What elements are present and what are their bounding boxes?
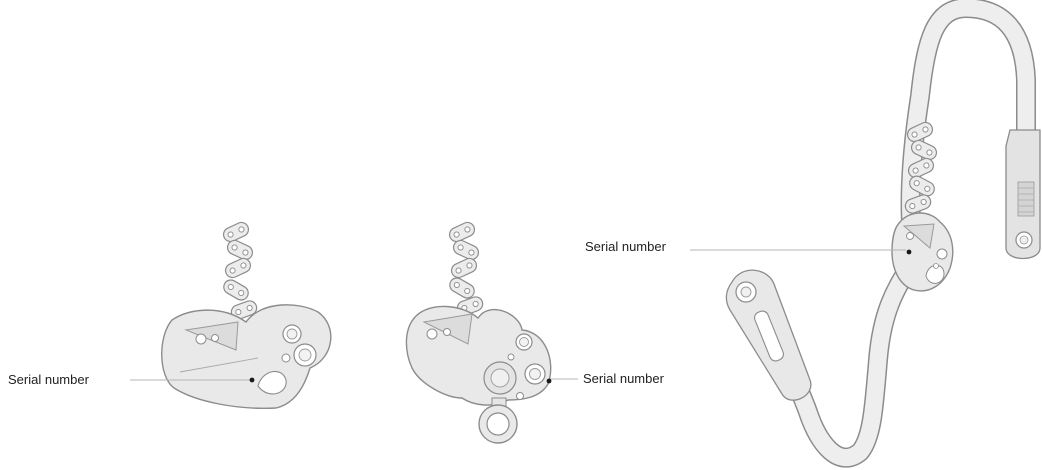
device-3-body <box>891 212 954 292</box>
device-2-body <box>405 305 552 406</box>
device-2 <box>405 219 578 444</box>
device-1-spring <box>220 219 260 322</box>
device-2-spring <box>446 219 486 318</box>
device-3 <box>690 0 1041 468</box>
device-3-serial-number-label: Serial number <box>585 239 666 254</box>
device-1 <box>130 219 332 410</box>
device-3-right-sewn-termination <box>1005 129 1041 260</box>
device-2-serial-marker <box>546 378 552 384</box>
device-3-spring <box>902 119 940 216</box>
device-3-serial-marker <box>906 249 912 255</box>
device-1-body <box>161 304 332 410</box>
device-1-serial-number-label: Serial number <box>8 372 89 387</box>
device-3-left-termination <box>725 269 812 401</box>
device-2-serial-number-label: Serial number <box>583 371 664 386</box>
device-2-ring <box>478 397 518 444</box>
device-1-serial-marker <box>249 377 255 383</box>
